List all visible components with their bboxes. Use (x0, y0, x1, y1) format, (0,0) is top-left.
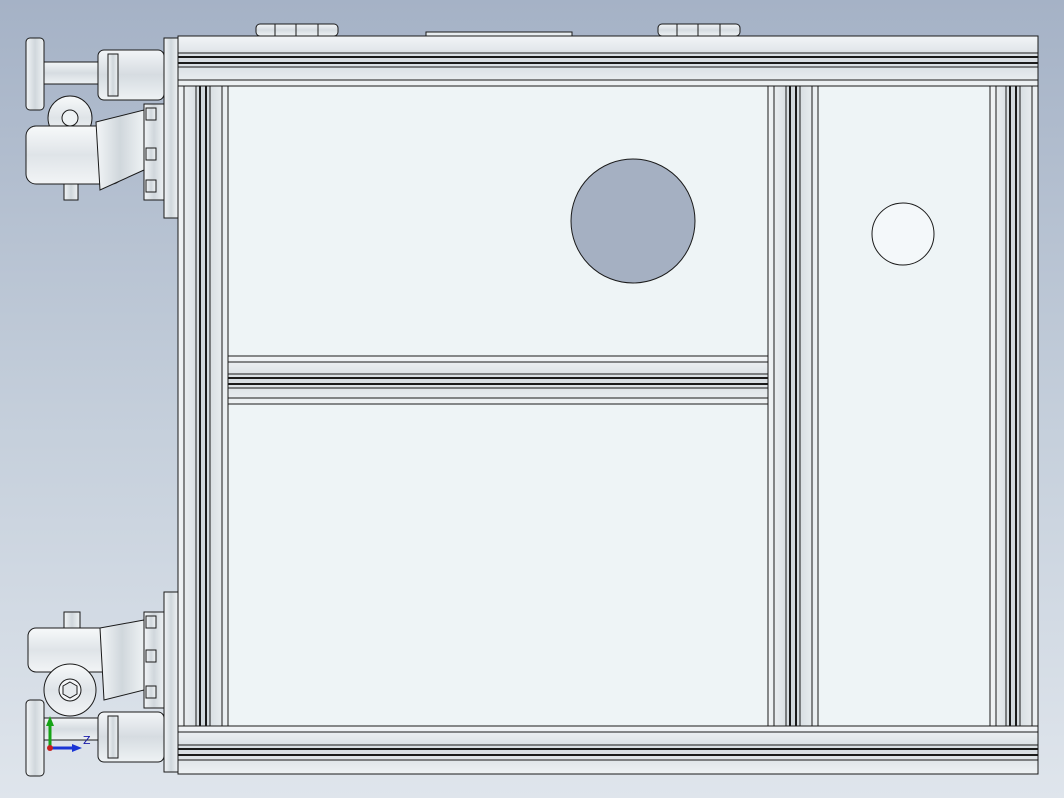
large-hole[interactable] (570, 158, 696, 284)
top-strip (425, 31, 573, 37)
triad-axis-label: Z (83, 734, 91, 747)
bracket-top[interactable] (143, 37, 179, 219)
hinge-left[interactable] (255, 23, 339, 37)
caster-bottom-left[interactable] (25, 611, 165, 777)
caster-top-left[interactable] (25, 37, 165, 201)
panel-right[interactable] (817, 85, 991, 727)
coordinate-triad: Z (46, 716, 91, 752)
bracket-bottom[interactable] (143, 591, 179, 773)
hinge-right[interactable] (657, 23, 741, 37)
panel-left-lower[interactable] (227, 403, 769, 727)
small-hole[interactable] (871, 202, 935, 266)
